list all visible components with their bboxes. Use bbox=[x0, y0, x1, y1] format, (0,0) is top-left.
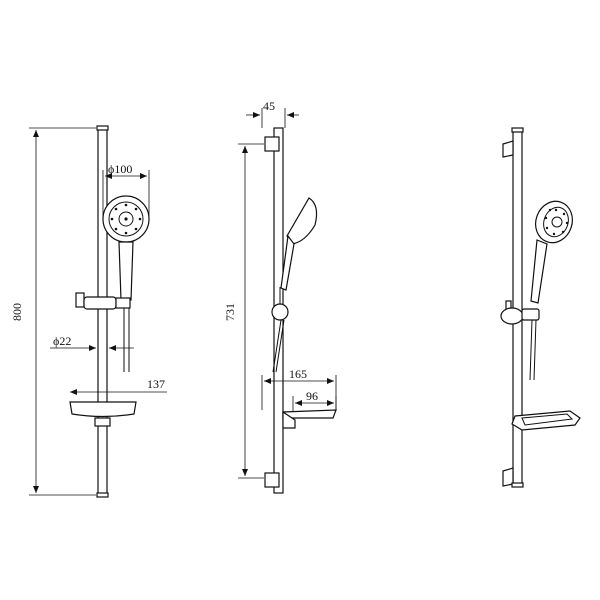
front-hose bbox=[123, 300, 130, 372]
side-hose bbox=[272, 319, 285, 373]
front-handle bbox=[118, 241, 134, 301]
persp-slider-clip bbox=[521, 308, 540, 321]
dim-side-depth: 45 bbox=[246, 99, 299, 128]
persp-bottom-cap bbox=[511, 482, 524, 488]
dim-label-phi100: ϕ100 bbox=[108, 162, 132, 176]
front-head-center bbox=[118, 211, 134, 227]
front-view: 800 ϕ100 ϕ22 137 bbox=[10, 125, 167, 498]
dim-label-165: 165 bbox=[289, 367, 307, 381]
perspective-view bbox=[500, 127, 581, 488]
front-slider-clip bbox=[115, 297, 131, 309]
dim-label-137: 137 bbox=[147, 377, 165, 391]
front-soap-tray bbox=[69, 401, 137, 418]
persp-top-cap bbox=[511, 127, 524, 133]
front-head-nozzles bbox=[110, 203, 142, 235]
dim-tray-depth: 96 bbox=[292, 389, 337, 411]
persp-hose bbox=[529, 319, 537, 381]
dim-label-800: 800 bbox=[10, 303, 24, 321]
persp-rail bbox=[512, 129, 523, 486]
side-handle bbox=[280, 234, 295, 291]
persp-head-center bbox=[551, 216, 563, 228]
dim-head-diameter: ϕ100 bbox=[102, 162, 150, 219]
dim-label-96: 96 bbox=[306, 389, 318, 403]
front-slider-body bbox=[83, 296, 117, 310]
front-top-cap bbox=[96, 125, 109, 131]
persp-slider-body bbox=[500, 307, 524, 325]
dim-slide-height: 731 bbox=[223, 143, 264, 479]
side-tray-bracket bbox=[282, 410, 296, 429]
dim-label-731: 731 bbox=[223, 303, 237, 321]
dim-label-phi22: ϕ22 bbox=[53, 334, 71, 348]
front-bottom-cap bbox=[96, 492, 109, 498]
persp-handle bbox=[530, 239, 548, 304]
persp-top-mount bbox=[502, 140, 514, 158]
front-tray-holder bbox=[94, 417, 111, 427]
side-shower-head bbox=[286, 197, 318, 245]
side-bottom-mount bbox=[264, 472, 280, 488]
dim-tray-width: 137 bbox=[70, 377, 167, 395]
dim-label-45: 45 bbox=[263, 99, 275, 113]
dim-height-total: 800 bbox=[10, 127, 96, 496]
persp-soap-tray bbox=[511, 410, 581, 431]
front-head-inner-ring bbox=[108, 201, 144, 237]
front-rail bbox=[97, 127, 108, 496]
dim-tray-projection: 165 bbox=[261, 367, 337, 410]
side-view: 45 731 165 96 bbox=[223, 99, 337, 494]
side-top-mount bbox=[264, 136, 280, 152]
front-slider-knob bbox=[75, 292, 85, 308]
persp-head-nozzles bbox=[544, 208, 569, 236]
side-slider-ball bbox=[271, 303, 289, 321]
persp-head-inner bbox=[543, 206, 569, 238]
persp-tray-inner bbox=[521, 413, 574, 426]
dim-rail-diameter: ϕ22 bbox=[50, 334, 134, 351]
